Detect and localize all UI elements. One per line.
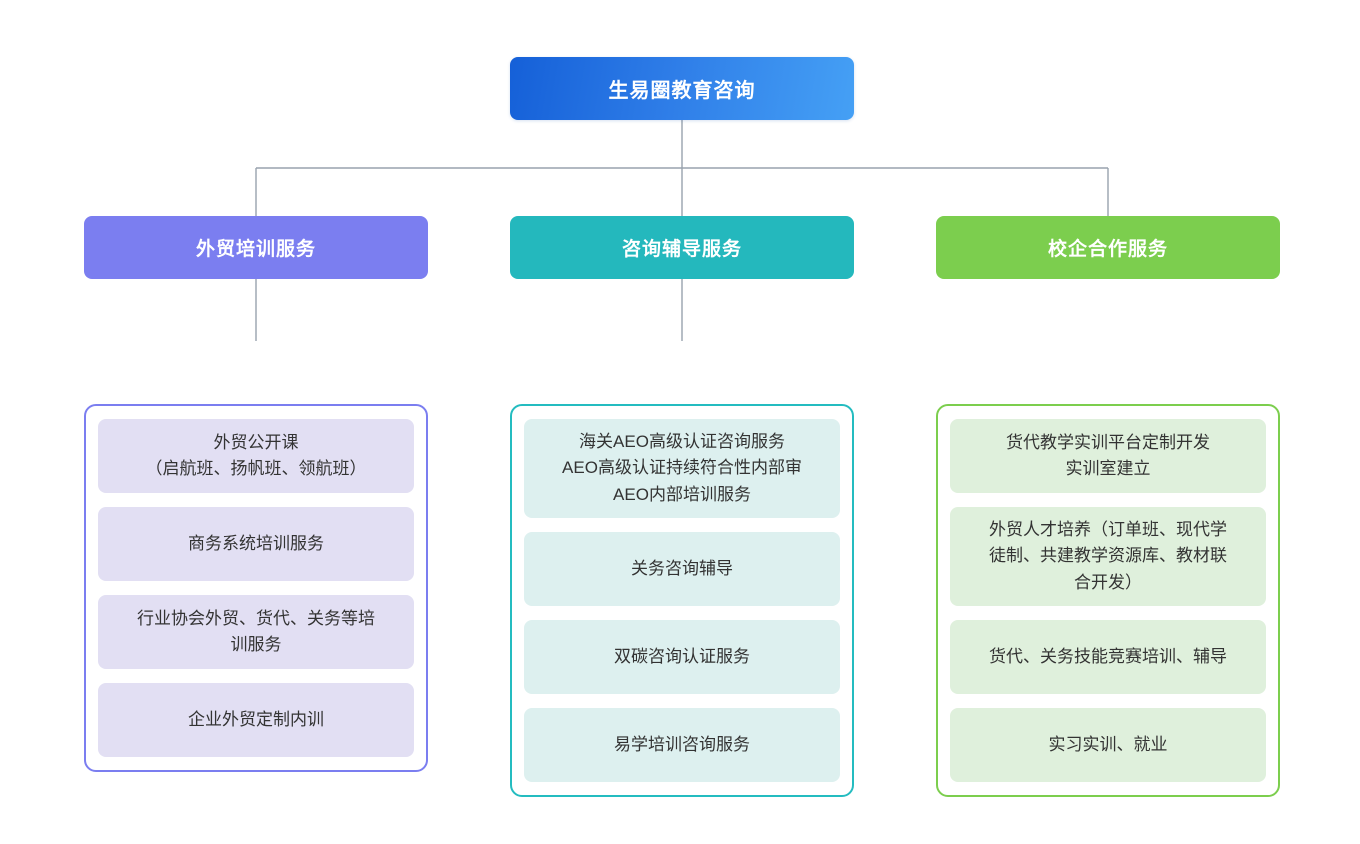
root-node-label: 生易圈教育咨询 xyxy=(608,80,756,102)
branch-column-2: 校企合作服务 货代教学实训平台定制开发 实训室建立 外贸人才培养（订单班、现代学… xyxy=(936,216,1280,798)
branch-items-container-0: 外贸公开课 （启航班、扬帆班、领航班） 商务系统培训服务 行业协会外贸、货代、关… xyxy=(84,404,428,772)
branch-items-container-1: 海关AEO高级认证咨询服务 AEO高级认证持续符合性内部审 AEO内部培训服务 … xyxy=(510,404,854,798)
item-card[interactable]: 关务咨询辅导 xyxy=(524,532,840,607)
item-card[interactable]: 货代教学实训平台定制开发 实训室建立 xyxy=(950,419,1266,493)
item-card[interactable]: 海关AEO高级认证咨询服务 AEO高级认证持续符合性内部审 AEO内部培训服务 xyxy=(524,419,840,519)
item-card[interactable]: 外贸人才培养（订单班、现代学 徒制、共建教学资源库、教材联 合开发） xyxy=(950,507,1266,607)
item-card[interactable]: 易学培训咨询服务 xyxy=(524,708,840,783)
branch-header-label-1: 咨询辅导服务 xyxy=(621,239,742,260)
branch-column-0: 外贸培训服务 外贸公开课 （启航班、扬帆班、领航班） 商务系统培训服务 行业协会… xyxy=(84,216,428,772)
item-card[interactable]: 双碳咨询认证服务 xyxy=(524,620,840,695)
branch-header-0[interactable]: 外贸培训服务 xyxy=(84,216,428,279)
branch-header-2[interactable]: 校企合作服务 xyxy=(936,216,1280,279)
item-card[interactable]: 行业协会外贸、货代、关务等培 训服务 xyxy=(98,595,414,669)
branch-column-1: 咨询辅导服务 海关AEO高级认证咨询服务 AEO高级认证持续符合性内部审 AEO… xyxy=(510,216,854,798)
root-node[interactable]: 生易圈教育咨询 xyxy=(510,57,854,120)
branch-header-label-2: 校企合作服务 xyxy=(1047,239,1168,260)
item-card[interactable]: 外贸公开课 （启航班、扬帆班、领航班） xyxy=(98,419,414,493)
item-card[interactable]: 货代、关务技能竞赛培训、辅导 xyxy=(950,620,1266,695)
item-card[interactable]: 实习实训、就业 xyxy=(950,708,1266,783)
branch-header-label-0: 外贸培训服务 xyxy=(195,239,316,260)
item-card[interactable]: 商务系统培训服务 xyxy=(98,507,414,581)
item-card[interactable]: 企业外贸定制内训 xyxy=(98,683,414,757)
branch-header-1[interactable]: 咨询辅导服务 xyxy=(510,216,854,279)
branch-items-container-2: 货代教学实训平台定制开发 实训室建立 外贸人才培养（订单班、现代学 徒制、共建教… xyxy=(936,404,1280,798)
